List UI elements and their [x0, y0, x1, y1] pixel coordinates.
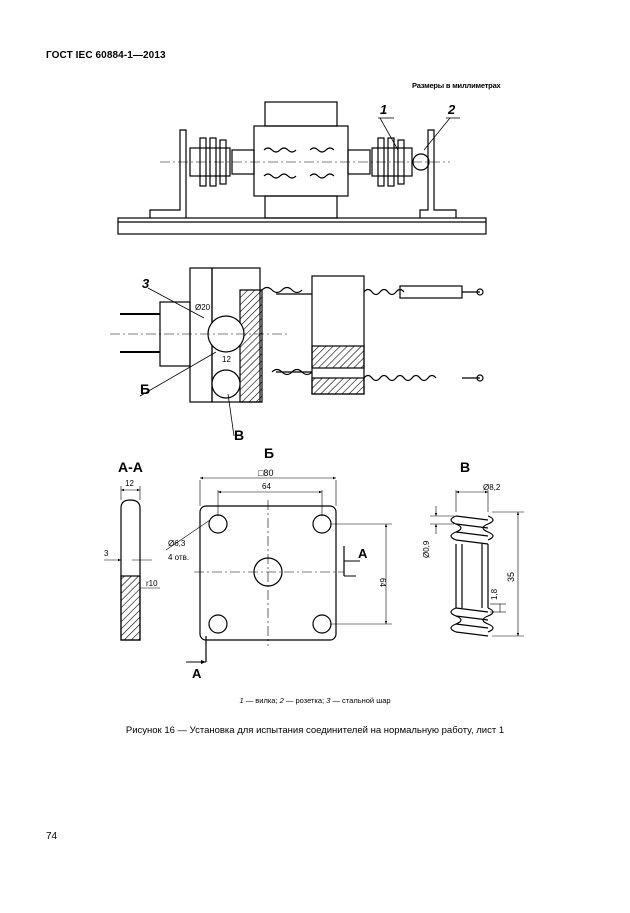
callout-view-v: В — [234, 427, 244, 443]
dim-12-section: 12 — [125, 479, 134, 488]
dim-hole: Ø6,3 — [168, 539, 186, 548]
dim-12-mid: 12 — [222, 355, 231, 364]
arrow-a-bottom: А — [192, 666, 202, 681]
dim-64-h: 64 — [262, 482, 271, 491]
dim-3: 3 — [104, 549, 109, 558]
view-b-label: Б — [264, 445, 274, 461]
dim-sq80: □80 — [258, 468, 273, 478]
section-aa — [104, 486, 160, 641]
legend-num-3: 3 — [326, 696, 331, 705]
legend-num-1: 1 — [239, 696, 244, 705]
view-v — [430, 490, 524, 637]
legend-num-2: 2 — [279, 696, 284, 705]
page-number: 74 — [46, 831, 58, 842]
dim-35: 35 — [506, 572, 516, 582]
dim-1-8: 1,8 — [490, 588, 499, 600]
view-v-label: В — [460, 459, 470, 475]
dim-r10: r10 — [146, 579, 158, 588]
section-aa-label: А-А — [118, 459, 143, 475]
top-apparatus-view — [117, 101, 487, 235]
document-header: ГОСТ IEC 60884-1—2013 — [46, 50, 166, 61]
callout-1: 1 — [380, 102, 387, 117]
callout-3: 3 — [142, 276, 150, 291]
view-b — [165, 476, 392, 664]
callout-view-b: Б — [140, 381, 150, 397]
legend-text-2: — розетка; — [283, 696, 327, 705]
dim-d20: Ø20 — [195, 303, 211, 312]
arrow-a-right: А — [358, 546, 368, 561]
units-note: Размеры в миллиметрах — [412, 81, 501, 90]
middle-section-view — [110, 267, 484, 437]
legend-text-1: — вилка; — [243, 696, 280, 705]
callout-2: 2 — [447, 102, 456, 117]
dim-20-9: Ø0,9 — [422, 540, 431, 558]
figure-caption: Рисунок 16 — Установка для испытания сое… — [125, 725, 505, 736]
legend-text-3: — стальной шар — [330, 696, 391, 705]
dim-holes-count: 4 отв. — [168, 553, 189, 562]
dim-64-v: 64 — [378, 578, 387, 587]
dim-spring-d: Ø8,2 — [483, 483, 501, 492]
figure-legend: 1 — вилка; 2 — розетка; 3 — стальной шар — [0, 696, 630, 705]
